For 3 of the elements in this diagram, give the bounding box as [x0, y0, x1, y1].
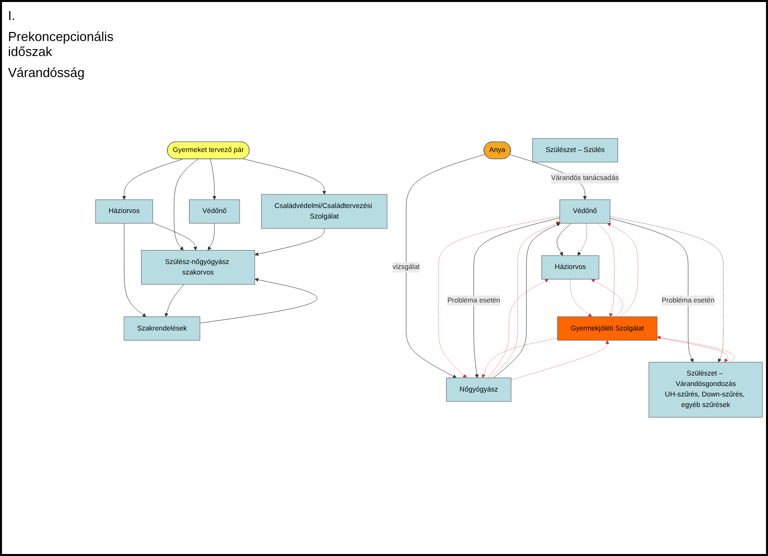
period-label: Prekoncepcionális időszak — [8, 29, 114, 59]
section-number: I. — [8, 8, 16, 23]
period-label: Várandósság — [8, 65, 85, 80]
